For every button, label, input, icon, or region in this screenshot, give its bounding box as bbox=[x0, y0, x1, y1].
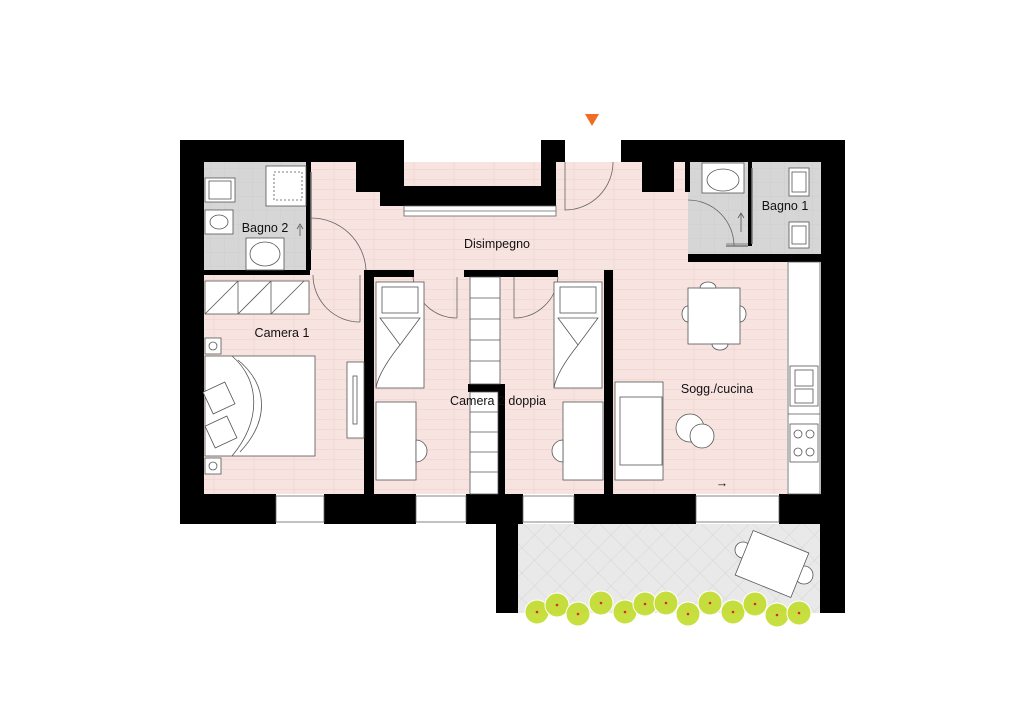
balcony-exit-arrow-icon: → bbox=[716, 476, 729, 490]
bagno-2-fixtures bbox=[204, 165, 312, 271]
windows bbox=[275, 205, 780, 523]
walls bbox=[180, 140, 845, 613]
camera-1-furniture bbox=[202, 280, 365, 475]
plant-center bbox=[599, 601, 603, 605]
room-label-soggiorno: Sogg./cucina bbox=[681, 382, 753, 396]
room-label-disimpegno: Disimpegno bbox=[464, 237, 530, 251]
balcony-plants bbox=[524, 590, 812, 628]
plant-center bbox=[775, 613, 779, 617]
plant-center bbox=[686, 612, 690, 616]
plant-center bbox=[708, 601, 712, 605]
soggiorno-furniture bbox=[614, 261, 821, 495]
room-label-bagno-1: Bagno 1 bbox=[762, 199, 809, 213]
camera-2-furniture bbox=[375, 276, 604, 495]
room-label-camera-1: Camera 1 bbox=[255, 326, 310, 340]
balcony-furniture bbox=[734, 529, 814, 599]
bagno-1-fixtures bbox=[701, 162, 810, 249]
plant-center bbox=[555, 603, 559, 607]
plant-center bbox=[576, 612, 580, 616]
plant-center bbox=[731, 610, 735, 614]
entrance-threshold bbox=[565, 140, 621, 162]
plant-center bbox=[643, 602, 647, 606]
plant-center bbox=[664, 601, 668, 605]
plant-center bbox=[535, 610, 539, 614]
entrance-arrow-icon bbox=[585, 114, 599, 126]
plant-center bbox=[623, 610, 627, 614]
plant-center bbox=[753, 602, 757, 606]
room-label-camera-2: Camera 2 doppia bbox=[450, 394, 546, 408]
room-label-bagno-2: Bagno 2 bbox=[242, 221, 289, 235]
plant-center bbox=[797, 611, 801, 615]
